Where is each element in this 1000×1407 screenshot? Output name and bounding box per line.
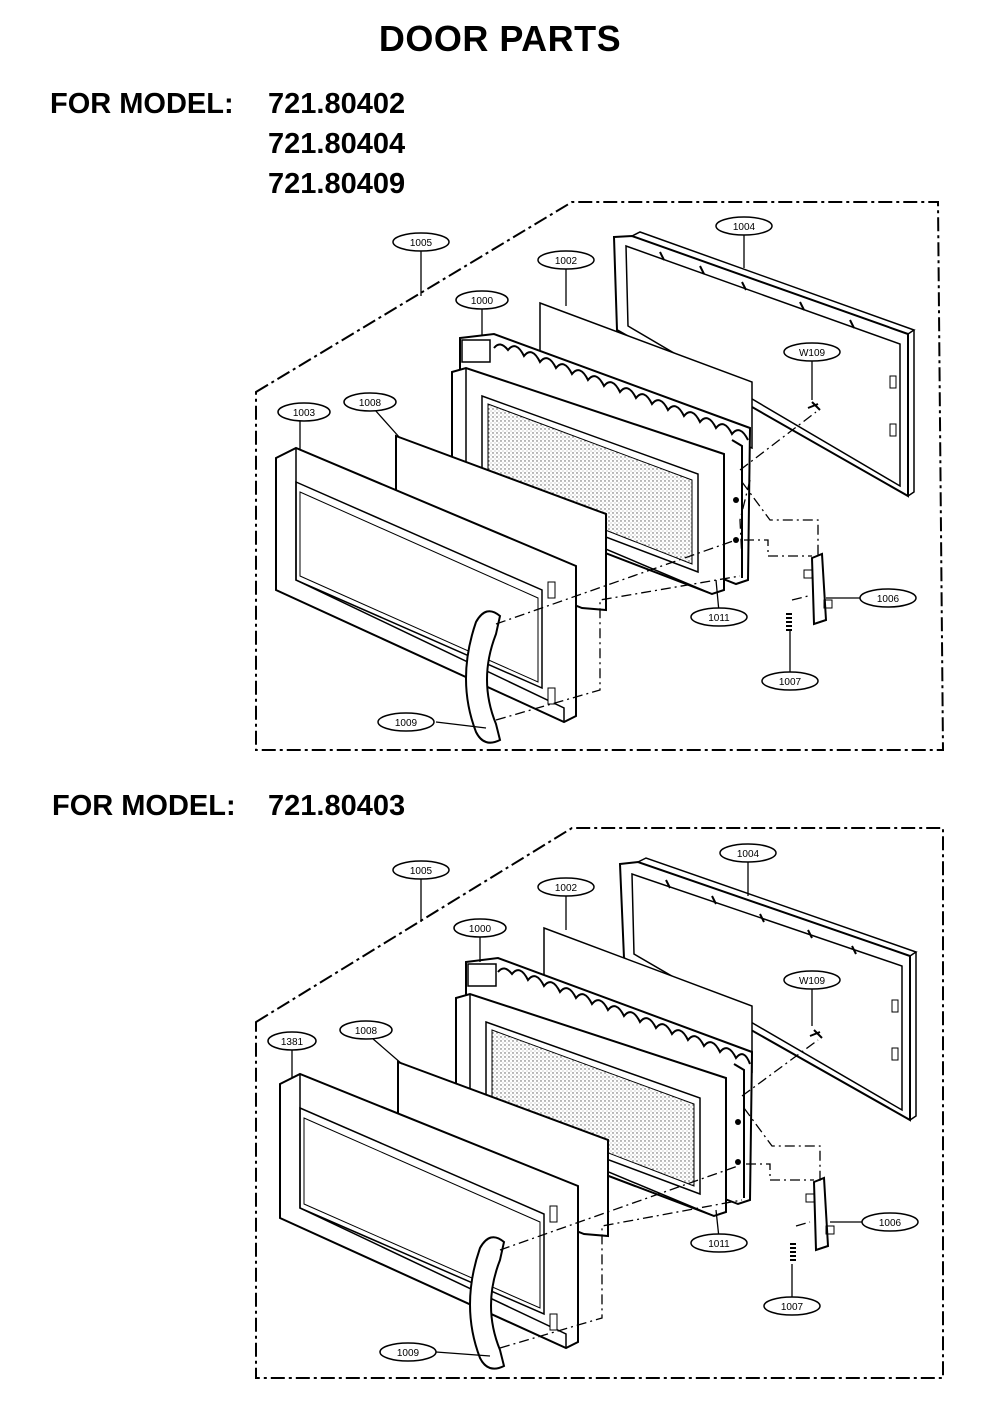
model-number: 721.80409 <box>268 168 406 200</box>
callout-1007: 1007 <box>763 1296 821 1316</box>
callout-label: 1002 <box>555 256 578 267</box>
model-number: 721.80403 <box>268 790 406 822</box>
callout-label: 1009 <box>397 1348 420 1359</box>
callout-1006: 1006 <box>861 1212 919 1232</box>
callout-1008: 1008 <box>343 392 397 412</box>
part-screw <box>807 401 821 411</box>
callout-label: 1006 <box>877 594 900 605</box>
part-inner-door-panel <box>451 366 725 596</box>
callout-1011: 1011 <box>690 1233 748 1253</box>
callout-label: 1007 <box>781 1302 804 1313</box>
part-latch-spring <box>786 613 792 631</box>
callout-label: 1005 <box>410 238 433 249</box>
model-label-1: FOR MODEL: <box>50 88 234 120</box>
callout-1006: 1006 <box>859 588 917 608</box>
callout-label: 1008 <box>355 1026 378 1037</box>
part-latch-lever <box>805 1176 835 1252</box>
callout-label: W109 <box>799 348 826 359</box>
callout-1002: 1002 <box>537 877 595 897</box>
callout-1005: 1005 <box>392 860 450 880</box>
part-inner-door-panel <box>455 992 727 1218</box>
callout-label: 1009 <box>395 718 418 729</box>
callout-label: 1004 <box>733 222 756 233</box>
assembly-lines <box>499 1039 821 1349</box>
leader-lines <box>299 234 860 729</box>
assembly-boundary <box>255 827 944 1379</box>
callout-label: 1007 <box>779 677 802 688</box>
model-number: 721.80404 <box>268 128 406 160</box>
part-outer-door <box>279 1072 579 1350</box>
callout-label: 1011 <box>708 613 730 624</box>
part-door-handle <box>469 1236 506 1370</box>
callout-label: 1000 <box>469 924 492 935</box>
part-door-back-frame <box>618 857 918 1122</box>
callout-label: 1381 <box>281 1037 304 1048</box>
callout-1002: 1002 <box>537 250 595 270</box>
callout-1003: 1003 <box>277 402 331 422</box>
part-screw <box>809 1029 823 1039</box>
callout-label: 1005 <box>410 866 433 877</box>
diagram-section-2: 1005 1004 1002 1000 W109 1381 1008 1011 … <box>255 827 944 1379</box>
callout-1009: 1009 <box>379 1342 437 1362</box>
callout-label: 1000 <box>471 296 494 307</box>
callout-1004: 1004 <box>715 216 773 236</box>
callout-1008: 1008 <box>339 1020 393 1040</box>
callout-label: 1011 <box>708 1239 730 1250</box>
callout-1381: 1381 <box>267 1031 317 1051</box>
callout-w109: W109 <box>783 342 841 362</box>
model-number: 721.80402 <box>268 88 406 120</box>
callout-1004: 1004 <box>719 843 777 863</box>
page-title: DOOR PARTS <box>378 18 622 59</box>
part-door-back-frame <box>612 231 916 498</box>
model-label-2: FOR MODEL: <box>52 790 236 822</box>
callout-label: 1004 <box>737 849 760 860</box>
part-outer-door <box>275 446 577 724</box>
callout-label: 1006 <box>879 1218 902 1229</box>
assembly-boundary <box>255 201 945 751</box>
callout-label: W109 <box>799 976 826 987</box>
assembly-lines <box>495 411 819 721</box>
callout-1000: 1000 <box>453 918 507 938</box>
callout-label: 1003 <box>293 408 316 419</box>
callout-label: 1002 <box>555 883 578 894</box>
part-latch-spring <box>790 1243 796 1261</box>
callout-1000: 1000 <box>455 290 509 310</box>
diagram-section-1: 1005 1002 1004 1000 W109 1003 1008 1011 … <box>255 201 945 751</box>
callout-label: 1008 <box>359 398 382 409</box>
callout-1009: 1009 <box>377 712 435 732</box>
part-door-handle <box>465 610 502 744</box>
part-latch-lever <box>803 552 833 626</box>
callout-1011: 1011 <box>690 607 748 627</box>
callout-1005: 1005 <box>392 232 450 252</box>
callout-1007: 1007 <box>761 671 819 691</box>
callout-w109: W109 <box>783 970 841 990</box>
